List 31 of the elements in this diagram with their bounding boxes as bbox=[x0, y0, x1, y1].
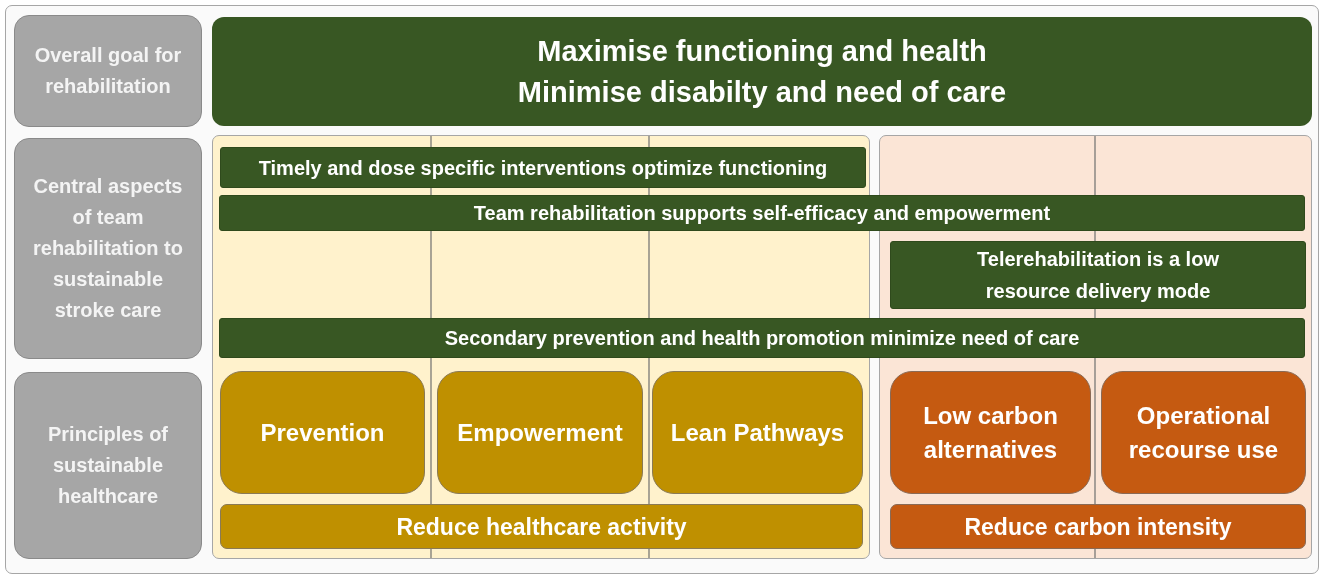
category-box bbox=[14, 372, 202, 559]
principle-label: Lean Pathways bbox=[670, 417, 845, 448]
principle-label: Operational recourse use bbox=[1127, 400, 1280, 465]
principle-label: Low carbon alternatives bbox=[922, 400, 1059, 465]
aspect-bar bbox=[219, 318, 1305, 358]
principle-tile bbox=[220, 371, 425, 494]
aspect-text: Timely and dose specific interventions optimize functioning bbox=[258, 155, 828, 181]
aspect-bar bbox=[890, 241, 1306, 309]
goal-text: Minimise disabilty and need of care bbox=[517, 74, 1007, 110]
strategy-text: Reduce carbon intensity bbox=[964, 512, 1232, 542]
strategy-bar bbox=[890, 504, 1306, 549]
category-box bbox=[14, 138, 202, 359]
category-label: Central aspects of team rehabilitation to sustainable stroke care bbox=[32, 174, 184, 323]
strategy-text: Reduce healthcare activity bbox=[396, 512, 687, 542]
strategy-bar bbox=[220, 504, 863, 549]
aspect-bar bbox=[219, 195, 1305, 231]
category-label: Principles of sustainable healthcare bbox=[47, 422, 169, 509]
aspect-bar bbox=[220, 147, 866, 188]
category-label: Overall goal for rehabilitation bbox=[33, 43, 183, 99]
principle-tile bbox=[437, 371, 643, 494]
goal-banner bbox=[212, 17, 1312, 126]
goal-text: Maximise functioning and health bbox=[537, 33, 987, 69]
principle-label: Prevention bbox=[260, 417, 385, 448]
principle-tile bbox=[1101, 371, 1306, 494]
principle-tile bbox=[890, 371, 1091, 494]
principle-label: Empowerment bbox=[457, 417, 623, 448]
principle-tile bbox=[652, 371, 863, 494]
aspect-text: Team rehabilitation supports self-efficacy and empowerment bbox=[473, 201, 1051, 226]
category-box bbox=[14, 15, 202, 127]
aspect-text: Telerehabilitation is a low resource delivery mode bbox=[976, 247, 1220, 304]
aspect-text: Secondary prevention and health promotion minimize need of care bbox=[444, 326, 1080, 351]
